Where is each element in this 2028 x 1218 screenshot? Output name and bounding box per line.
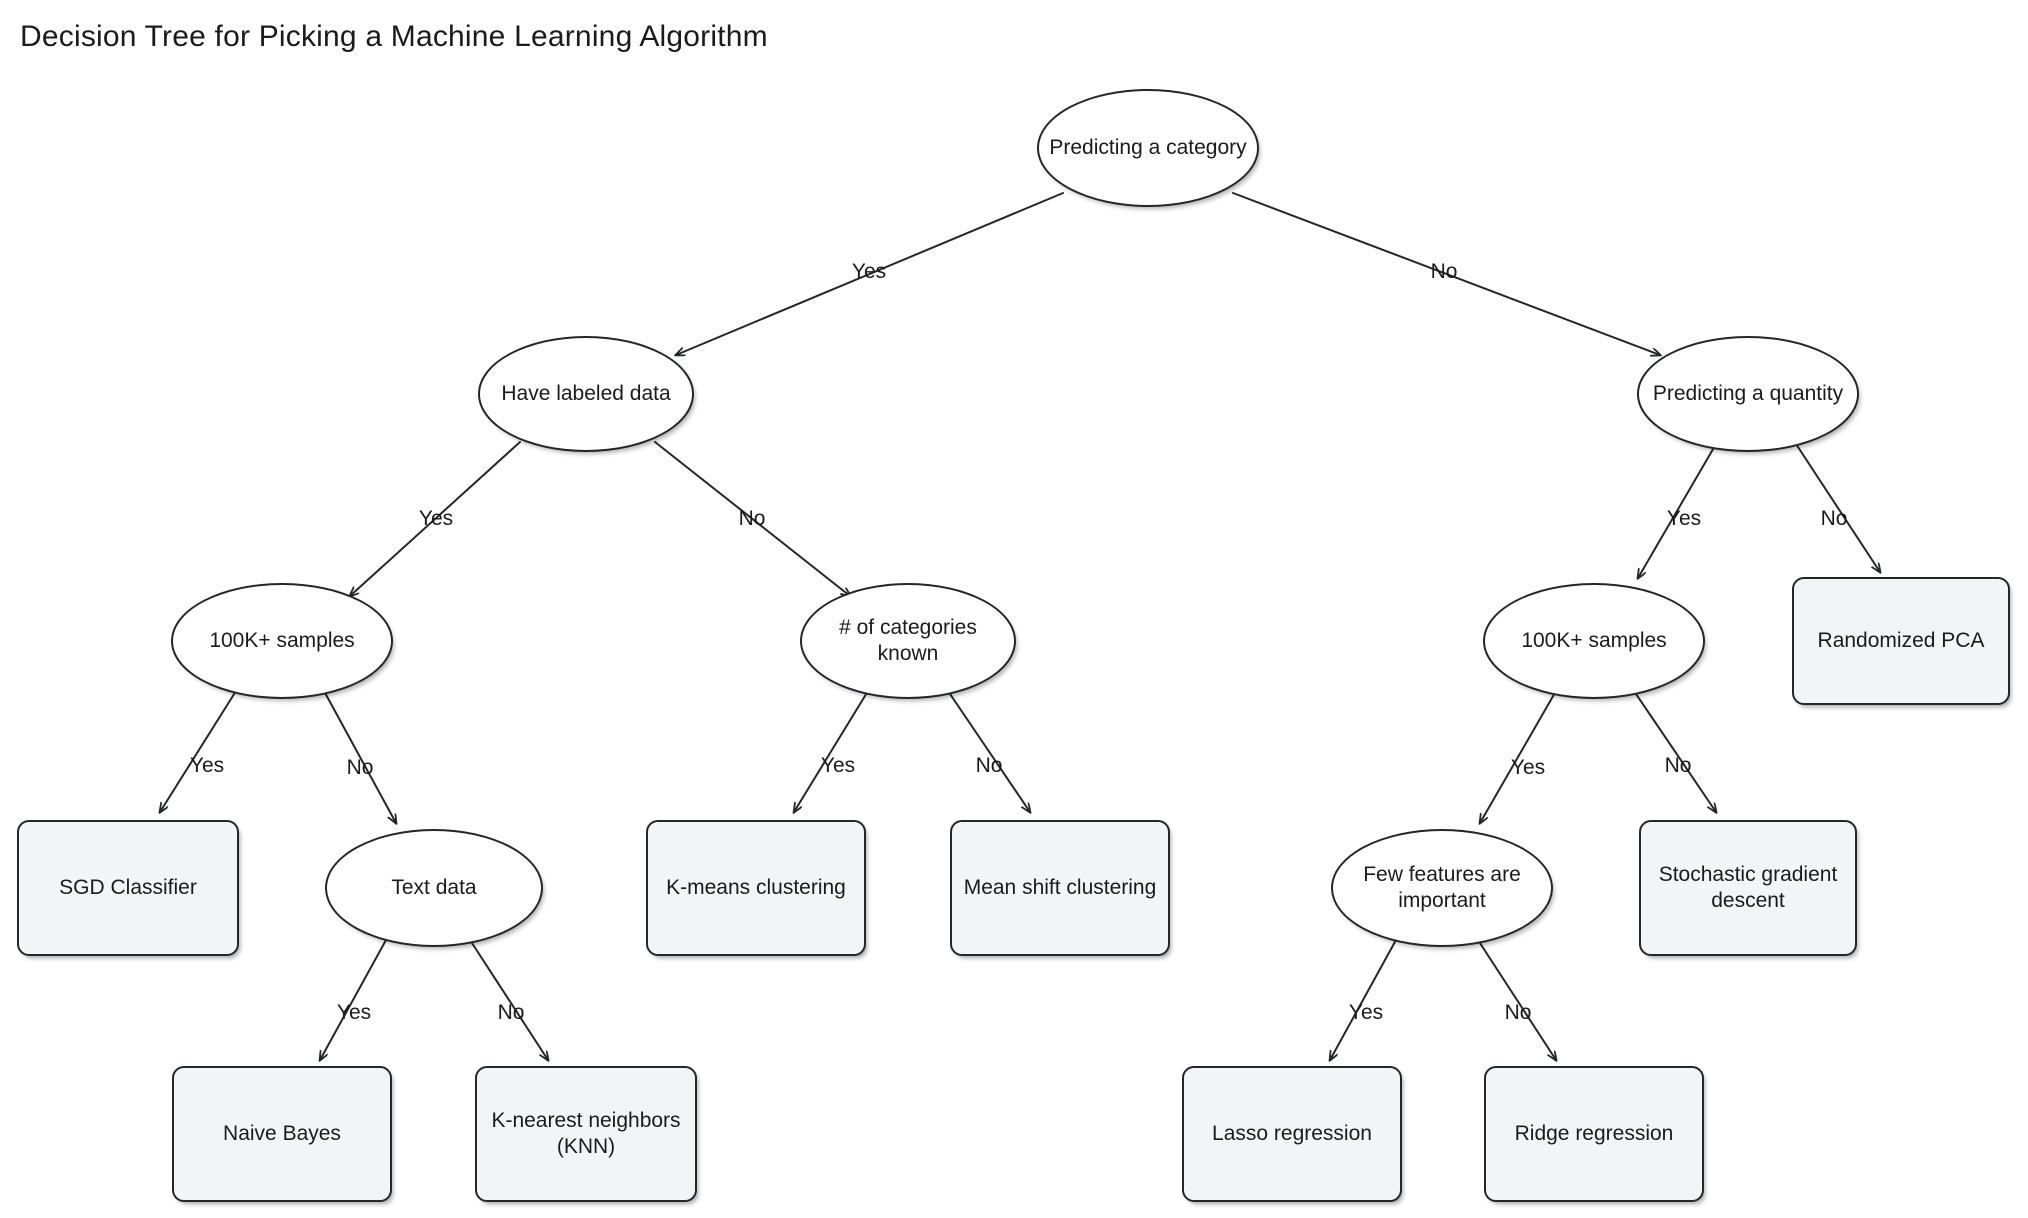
node-rand_pca[interactable]: Randomized PCA [1792,577,2010,705]
node-label: Text data [391,875,477,899]
edge-text_data-to-naive_bayes [320,939,387,1060]
node-label: Stochastic gradient descent [1658,862,1838,912]
edge-samples_left-to-sgd_clf [160,690,237,812]
node-root[interactable]: Predicting a category [1037,89,1259,207]
edge-label-quantity-to-rand_pca: No [1820,507,1848,530]
node-label: Mean shift clustering [963,875,1157,899]
node-label: Randomized PCA [1817,628,1985,652]
edge-label-root-to-quantity: No [1430,260,1458,283]
node-knn[interactable]: K-nearest neighbors (KNN) [475,1066,697,1202]
edge-label-root-to-labeled: Yes [851,260,887,283]
edge-text_data-to-knn [469,939,548,1060]
node-quantity[interactable]: Predicting a quantity [1637,336,1859,452]
node-samples_right[interactable]: 100K+ samples [1483,583,1705,699]
edge-categories-to-meanshift [947,690,1030,812]
edge-few_feat-to-lasso [1330,939,1397,1060]
edge-few_feat-to-ridge [1477,939,1556,1060]
node-few_feat[interactable]: Few features are important [1331,829,1553,947]
node-kmeans[interactable]: K-means clustering [646,820,866,956]
node-ridge[interactable]: Ridge regression [1484,1066,1704,1202]
edge-label-few_feat-to-lasso: Yes [1348,1001,1384,1024]
edge-label-categories-to-meanshift: No [975,754,1003,777]
node-label: 100K+ samples [209,628,355,652]
node-label: # of categories known [839,615,977,665]
node-meanshift[interactable]: Mean shift clustering [950,820,1170,956]
node-label: 100K+ samples [1521,628,1667,652]
edge-label-few_feat-to-ridge: No [1504,1001,1532,1024]
edge-categories-to-kmeans [794,690,869,812]
node-label: SGD Classifier [59,875,197,899]
node-text_data[interactable]: Text data [325,829,543,947]
edge-label-samples_left-to-sgd_clf: Yes [189,754,225,777]
edge-label-text_data-to-naive_bayes: Yes [336,1001,372,1024]
edge-label-samples_left-to-text_data: No [346,756,374,779]
edge-label-samples_right-to-sgd_desc: No [1664,754,1692,777]
edge-samples_right-to-sgd_desc [1633,690,1716,812]
edge-label-quantity-to-samples_right: Yes [1666,507,1702,530]
node-label: Lasso regression [1212,1121,1372,1145]
node-naive_bayes[interactable]: Naive Bayes [172,1066,392,1202]
node-sgd_desc[interactable]: Stochastic gradient descent [1639,820,1857,956]
node-categories[interactable]: # of categories known [800,583,1016,699]
edge-label-text_data-to-knn: No [497,1001,525,1024]
edge-label-categories-to-kmeans: Yes [820,754,856,777]
node-label: K-means clustering [666,875,846,899]
node-label: Naive Bayes [223,1121,341,1145]
edge-label-labeled-to-categories: No [738,507,766,530]
edge-label-labeled-to-samples_left: Yes [418,507,454,530]
page-title: Decision Tree for Picking a Machine Lear… [20,20,768,53]
node-sgd_clf[interactable]: SGD Classifier [17,820,239,956]
node-label: Few features are important [1363,862,1521,912]
node-label: Predicting a category [1049,135,1247,159]
node-lasso[interactable]: Lasso regression [1182,1066,1402,1202]
node-samples_left[interactable]: 100K+ samples [171,583,393,699]
node-label: K-nearest neighbors (KNN) [491,1108,681,1158]
node-label: Ridge regression [1514,1121,1674,1145]
edge-label-samples_right-to-few_feat: Yes [1510,756,1546,779]
node-labeled[interactable]: Have labeled data [478,336,694,452]
node-label: Have labeled data [501,381,671,405]
node-label: Predicting a quantity [1652,381,1844,405]
